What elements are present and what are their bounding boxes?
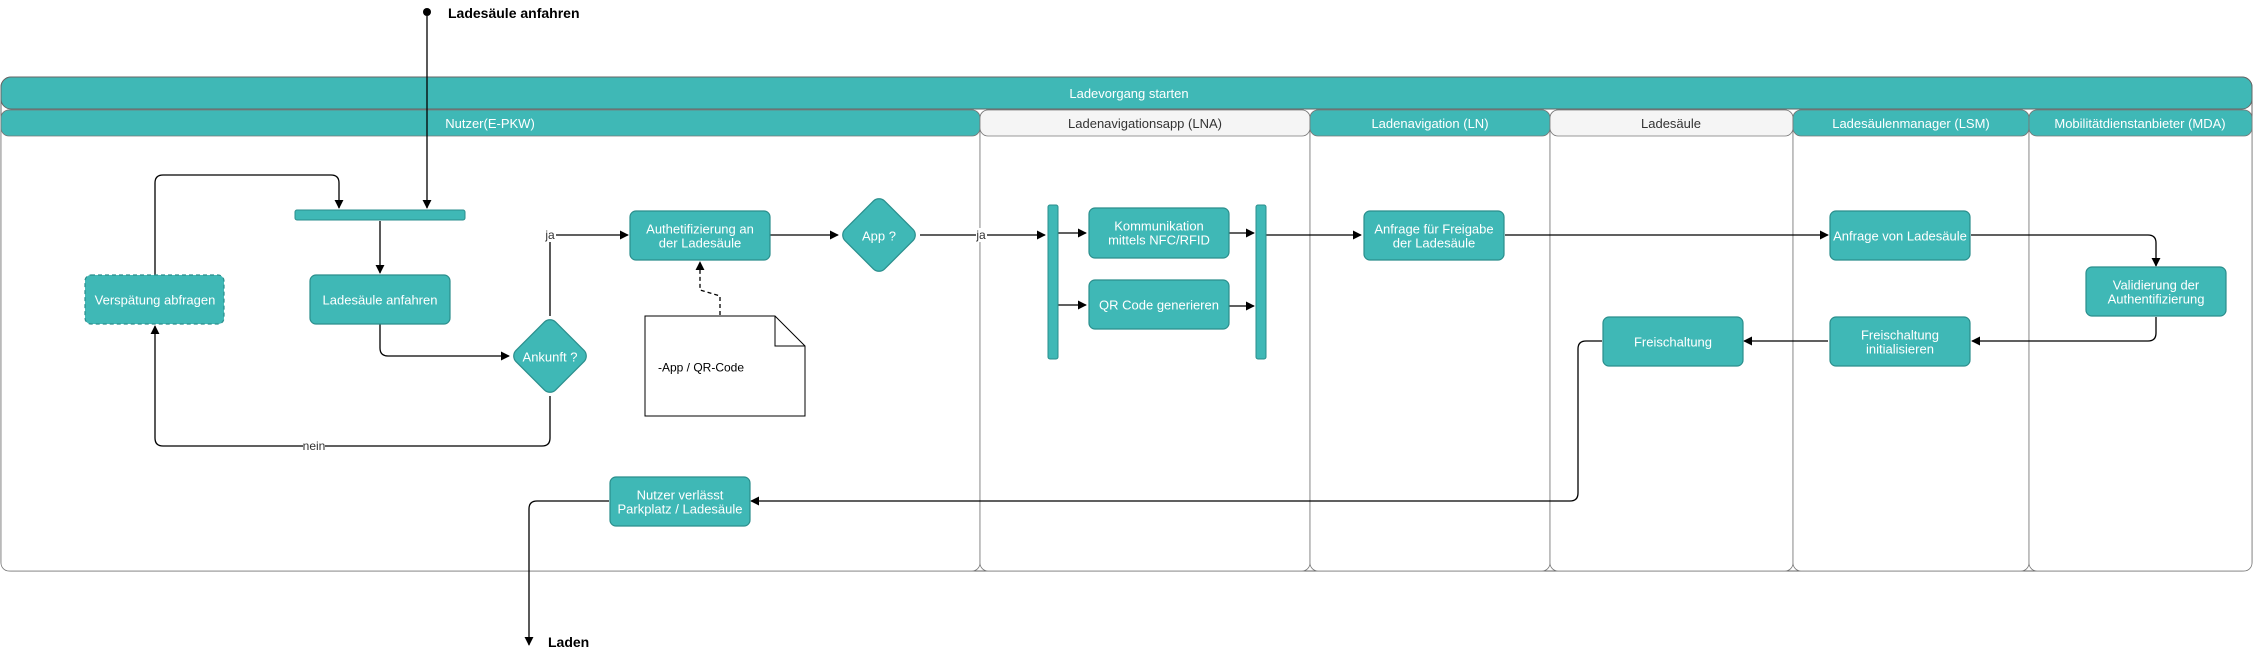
edge-freischaltung-to-verlassen — [750, 340, 1602, 506]
edge-validierung-to-init — [1971, 317, 2157, 346]
node-verspaetung[interactable]: Verspätung abfragen — [84, 274, 225, 325]
lane-ladesaeule-title: Ladesäule — [1641, 116, 1701, 131]
node-app-shape — [842, 198, 916, 272]
sync-bar-right — [1255, 204, 1267, 360]
note-app-qr: -App / QR-Code — [644, 315, 806, 417]
node-nfc-shape — [1088, 207, 1230, 259]
edge-label-ja-1: ja — [544, 228, 555, 242]
edge-anfahren-to-ankunft — [379, 324, 510, 361]
node-anfahren-shape — [309, 274, 451, 325]
edge-label-ja-2: ja — [975, 228, 986, 242]
edge-ankunft-nein — [150, 325, 551, 447]
edge-label-nein-bg — [303, 439, 325, 453]
note-label: -App / QR-Code — [658, 361, 744, 375]
node-validierung-shape — [2085, 266, 2227, 317]
edge-label-ja-2-bg — [976, 228, 987, 242]
node-freischaltung-label: Freischaltung — [1634, 335, 1712, 350]
sync-bar-left — [1047, 204, 1059, 360]
label-line: Freischaltung — [1634, 335, 1712, 350]
edge-verspaetung-to-fork — [154, 174, 344, 275]
label-line: mittels NFC/RFID — [1108, 233, 1210, 248]
note-shape — [644, 315, 806, 417]
note-fold — [774, 316, 805, 347]
node-qr-shape — [1088, 279, 1230, 330]
edge-lsm-to-validierung — [1971, 234, 2161, 267]
node-anfrage-ladesaeule-label: Anfrage von Ladesäule — [1833, 229, 1967, 244]
label-line: Parkplatz / Ladesäule — [617, 502, 742, 517]
edge-label-ja-1-bg — [545, 228, 556, 242]
lane-ln: Ladenavigation (LN) — [1309, 109, 1551, 572]
lane-lsm-title: Ladesäulenmanager (LSM) — [1832, 116, 1990, 131]
label-line: Freischaltung — [1861, 328, 1939, 343]
node-ankunft-label: Ankunft ? — [523, 350, 578, 365]
node-authentifizierung-shape — [629, 210, 771, 261]
node-anfrage-ladesaeule[interactable]: Anfrage von Ladesäule — [1829, 210, 1971, 261]
start-node — [423, 8, 431, 16]
label-line: -App / QR-Code — [658, 361, 744, 375]
lane-mda-title: Mobilitätdienstanbieter (MDA) — [2054, 116, 2225, 131]
label-line: Authetifizierung an — [646, 222, 754, 237]
node-qr[interactable]: QR Code generieren — [1088, 279, 1230, 330]
label-line: Verspätung abfragen — [95, 293, 216, 308]
node-ankunft[interactable]: Ankunft ? — [510, 316, 589, 395]
lane-nutzer: Nutzer(E-PKW) — [0, 109, 981, 572]
edges — [150, 16, 2161, 646]
node-anfrage-ladesaeule-shape — [1829, 210, 1971, 261]
start-label: Ladesäule anfahren — [448, 5, 580, 21]
node-freischaltung-shape — [1602, 316, 1744, 367]
node-app[interactable]: App ? — [839, 195, 918, 274]
node-qr-label: QR Code generieren — [1099, 298, 1219, 313]
end-label: Laden — [548, 634, 589, 650]
lane-nutzer-title: Nutzer(E-PKW) — [445, 116, 535, 131]
node-verlassen-shape — [609, 476, 751, 527]
label-line: App ? — [862, 229, 896, 244]
node-verspaetung-label: Verspätung abfragen — [95, 293, 216, 308]
label-line: der Ladesäule — [1393, 236, 1475, 251]
label-line: initialisieren — [1866, 342, 1934, 357]
label-line: Ladesäule anfahren — [323, 293, 438, 308]
label-line: Validierung der — [2113, 278, 2200, 293]
label-line: Anfrage von Ladesäule — [1833, 229, 1967, 244]
label-line: Anfrage für Freigabe — [1374, 222, 1493, 237]
lane-ln-frame — [1309, 109, 1551, 572]
node-anfahren[interactable]: Ladesäule anfahren — [309, 274, 451, 325]
lane-lna-title: Ladenavigationsapp (LNA) — [1068, 116, 1222, 131]
node-app-label: App ? — [862, 229, 896, 244]
edge-verlassen-to-end — [524, 500, 609, 646]
lane-ln-title: Ladenavigation (LN) — [1371, 116, 1488, 131]
node-ankunft-shape — [513, 319, 587, 393]
label-line: QR Code generieren — [1099, 298, 1219, 313]
lane-mda-header — [2028, 109, 2253, 137]
node-freischaltung[interactable]: Freischaltung — [1602, 316, 1744, 367]
label-line: Kommunikation — [1114, 219, 1204, 234]
edge-note-to-auth — [695, 261, 721, 315]
node-anfrage-freigabe-shape — [1363, 210, 1505, 261]
node-verspaetung-shape — [84, 274, 225, 325]
label-line: Nutzer verlässt — [637, 488, 724, 503]
fork-bar — [294, 209, 466, 221]
label-line: der Ladesäule — [659, 236, 741, 251]
edge-label-nein: nein — [303, 439, 326, 453]
label-line: Ankunft ? — [523, 350, 578, 365]
label-line: Authentifizierung — [2108, 292, 2205, 307]
pool-title: Ladevorgang starten — [1069, 86, 1188, 101]
lane-nutzer-frame — [0, 109, 981, 572]
node-anfahren-label: Ladesäule anfahren — [323, 293, 438, 308]
pool-header — [0, 76, 2253, 110]
node-freischaltung-init-shape — [1829, 316, 1971, 367]
